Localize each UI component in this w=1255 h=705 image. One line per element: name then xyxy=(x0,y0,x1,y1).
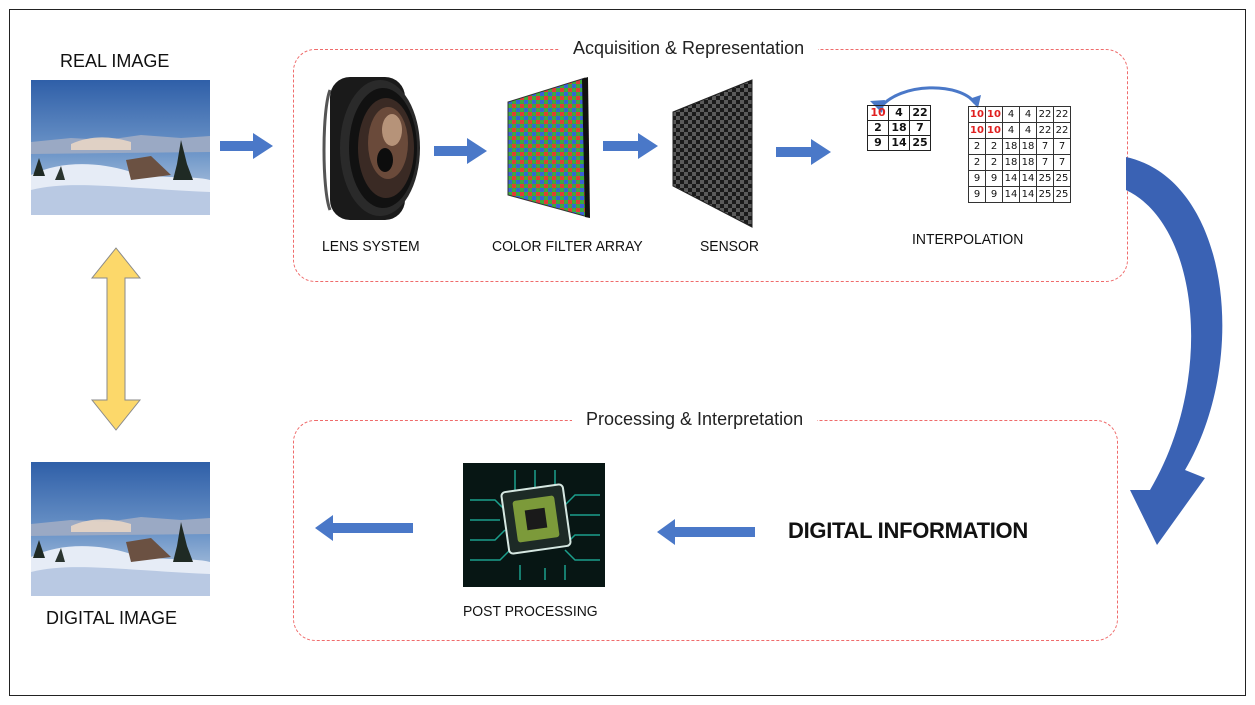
lens-system-label: LENS SYSTEM xyxy=(322,238,420,255)
arrow-lens-to-cfa xyxy=(434,138,487,164)
output-grid-cell: 25 xyxy=(1036,170,1054,187)
sensor-label: SENSOR xyxy=(700,238,759,255)
output-grid-cell: 10 xyxy=(985,106,1003,123)
interpolation-arrow xyxy=(878,86,977,109)
input-grid-cell: 22 xyxy=(909,105,931,121)
output-grid-cell: 18 xyxy=(1019,138,1037,155)
input-grid-cell: 25 xyxy=(909,135,931,151)
arrow-cfa-to-sensor xyxy=(603,133,658,159)
output-grid-cell: 4 xyxy=(1019,122,1037,139)
input-grid-cell: 4 xyxy=(888,105,910,121)
input-grid-cell: 7 xyxy=(909,120,931,136)
arrow-sensor-to-interp xyxy=(776,139,831,165)
digital-information-label: DIGITAL INFORMATION xyxy=(788,518,1028,543)
output-grid-cell: 14 xyxy=(1002,170,1020,187)
input-grid-cell: 2 xyxy=(867,120,889,136)
chip-icon xyxy=(463,463,605,587)
color-filter-array-label: COLOR FILTER ARRAY xyxy=(492,238,643,255)
real-image-photo xyxy=(31,80,210,215)
acquisition-title: Acquisition & Representation xyxy=(559,38,819,59)
interpolation-label: INTERPOLATION xyxy=(912,231,1024,248)
input-grid-cell: 10 xyxy=(867,105,889,121)
digital-image-label: DIGITAL IMAGE xyxy=(46,608,178,628)
arrow-real-to-lens xyxy=(220,133,273,159)
curved-flow-arrow xyxy=(1126,157,1223,545)
acquisition-section: Acquisition & Representation xyxy=(293,38,1128,282)
output-grid-cell: 10 xyxy=(968,122,986,139)
input-grid-cell: 9 xyxy=(867,135,889,151)
output-grid-cell: 14 xyxy=(1019,186,1037,203)
input-grid-cell: 14 xyxy=(888,135,910,151)
output-grid-cell: 9 xyxy=(985,170,1003,187)
output-grid-cell: 2 xyxy=(968,138,986,155)
output-grid-cell: 9 xyxy=(968,170,986,187)
color-filter-array-icon xyxy=(507,77,589,218)
output-grid-cell: 2 xyxy=(985,138,1003,155)
lens-icon xyxy=(322,77,420,220)
output-grid-cell: 18 xyxy=(1002,154,1020,171)
arrow-info-to-post xyxy=(657,519,755,545)
output-grid-cell: 22 xyxy=(1053,106,1071,123)
processing-title: Processing & Interpretation xyxy=(572,409,818,430)
output-grid-cell: 2 xyxy=(985,154,1003,171)
output-grid-cell: 7 xyxy=(1036,138,1054,155)
output-grid-cell: 22 xyxy=(1053,122,1071,139)
output-grid-cell: 10 xyxy=(968,106,986,123)
output-grid-cell: 18 xyxy=(1002,138,1020,155)
output-grid-cell: 9 xyxy=(968,186,986,203)
output-grid-cell: 14 xyxy=(1002,186,1020,203)
real-image-label: REAL IMAGE xyxy=(60,51,170,71)
output-grid-cell: 4 xyxy=(1002,106,1020,123)
output-grid-cell: 22 xyxy=(1036,106,1054,123)
output-grid-cell: 10 xyxy=(985,122,1003,139)
arrow-post-to-digital xyxy=(315,515,413,541)
output-grid-cell: 25 xyxy=(1053,170,1071,187)
output-grid-cell: 25 xyxy=(1053,186,1071,203)
output-grid-cell: 7 xyxy=(1036,154,1054,171)
output-grid-cell: 4 xyxy=(1019,106,1037,123)
post-processing-label: POST PROCESSING xyxy=(463,603,598,620)
output-grid-cell: 18 xyxy=(1019,154,1037,171)
output-grid-cell: 22 xyxy=(1036,122,1054,139)
output-grid-cell: 14 xyxy=(1019,170,1037,187)
output-grid-cell: 7 xyxy=(1053,138,1071,155)
output-grid-cell: 4 xyxy=(1002,122,1020,139)
bidirectional-arrow xyxy=(90,247,142,431)
output-grid-cell: 7 xyxy=(1053,154,1071,171)
output-grid-cell: 25 xyxy=(1036,186,1054,203)
input-grid-cell: 18 xyxy=(888,120,910,136)
processing-section: Processing & Interpretation xyxy=(293,409,1118,641)
output-grid-cell: 9 xyxy=(985,186,1003,203)
digital-image-photo xyxy=(31,462,210,596)
sensor-icon xyxy=(672,79,753,228)
diagram-frame xyxy=(9,9,1246,696)
output-grid-cell: 2 xyxy=(968,154,986,171)
